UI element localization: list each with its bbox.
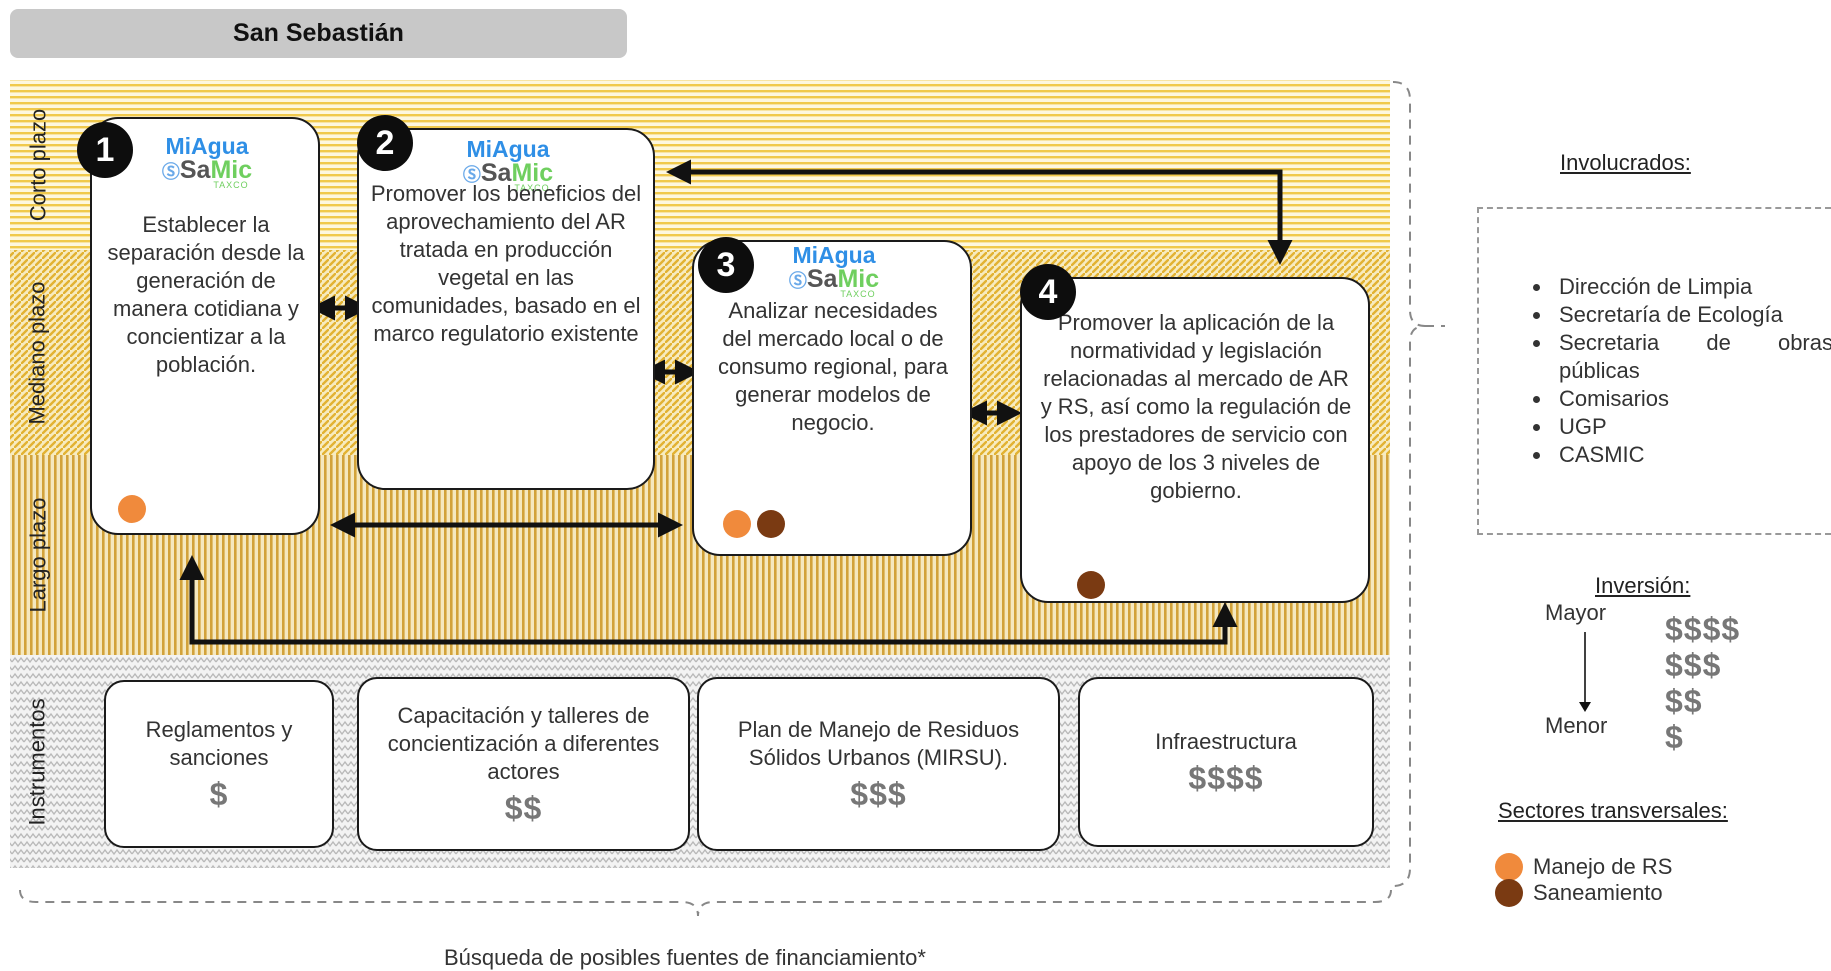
inversion-scale-arrow [1579,632,1591,712]
instrument-card-3: Plan de Manejo de Residuos Sólidos Urban… [697,677,1060,851]
actor-item: Dirección de Limpia [1553,273,1831,301]
instrument-text: Plan de Manejo de Residuos Sólidos Urban… [737,716,1020,770]
inversion-mayor-label: Mayor [1545,600,1607,625]
financing-footnote: Búsqueda de posibles fuentes de financia… [444,945,926,970]
action-text-1: Establecer la separación desde la genera… [107,212,305,377]
instrument-cost: $ [209,775,229,812]
sector-dot-rs [723,510,751,538]
action-text-4: Promover la aplicación de la normativida… [1040,310,1352,503]
arrow-loop-4-1 [179,555,1238,645]
action-card-2: MiAgua ⓈSaMic TAXCO Promover los benefic… [357,128,655,490]
action-card-4: Promover la aplicación de la normativida… [1020,277,1370,603]
instrument-cost: $$$$ [1188,759,1264,796]
miagua-samic-logo: MiAgua ⓈSaMic TAXCO [462,136,554,193]
inversion-level: $$$ [1665,647,1722,683]
miagua-samic-logo: MiAgua ⓈSaMic TAXCO [161,133,253,190]
miagua-samic-logo: MiAgua ⓈSaMic TAXCO [788,242,880,299]
step-number-1: 1 [77,122,133,178]
legend-dot-saneamiento [1495,879,1523,907]
legend-item-saneamiento: Saneamiento [1495,879,1672,907]
band-label-medium: Mediano plazo [25,280,51,425]
sectores-heading: Sectores transversales: [1498,798,1728,823]
instrument-cost: $$$ [850,775,907,812]
legend-item-rs: Manejo de RS [1495,853,1672,881]
action-text-2: Promover los beneficios del aprovechamie… [370,181,642,346]
step-number-3: 3 [698,237,754,293]
instrument-card-1: Reglamentos y sanciones $ [104,680,334,848]
inversion-heading: Inversión: [1595,573,1691,598]
actor-item: Secretaría de Ecología [1553,301,1831,329]
band-label-short: Corto plazo [25,108,51,222]
inversion-menor-label: Menor [1545,713,1608,738]
right-bracket [1392,81,1426,887]
involucrados-box: Dirección de Limpia Secretaría de Ecolog… [1477,207,1831,535]
instrument-card-4: Infraestructura $$$$ [1078,677,1374,847]
inversion-level: $$ [1665,683,1703,719]
arrow-4-2 [666,159,1293,265]
involucrados-list: Dirección de Limpia Secretaría de Ecolog… [1479,273,1831,469]
inversion-level: $$$$ [1665,611,1741,647]
involucrados-heading: Involucrados: [1560,150,1691,175]
action-card-1: MiAgua ⓈSaMic TAXCO Establecer la separa… [90,117,320,535]
instrument-text: Infraestructura [1155,728,1297,754]
band-label-long: Largo plazo [25,497,51,613]
action-text-3: Analizar necesidades del mercado local o… [718,298,948,435]
sector-dot-saneamiento [1077,571,1105,599]
instrument-text: Reglamentos y sanciones [145,716,293,770]
actor-item: CASMIC [1553,441,1831,469]
step-number-4: 4 [1020,264,1076,320]
inversion-level: $ [1665,719,1684,755]
actor-item: UGP [1553,413,1831,441]
sector-dot-rs [118,495,146,523]
step-number-2: 2 [357,115,413,171]
band-label-instruments: Instrumentos [25,697,51,826]
sector-dot-saneamiento [757,510,785,538]
instrument-text: Capacitación y talleres de concientizaci… [387,702,660,784]
actor-item: Secretaria de obras públicas [1553,329,1831,385]
inversion-scale: $$$$ $$$ $$ $ [1665,611,1740,755]
action-card-3: MiAgua ⓈSaMic TAXCO Analizar necesidades… [692,240,972,556]
instrument-cost: $$ [504,789,543,826]
bottom-bracket [19,889,1392,917]
actor-item: Comisarios [1553,385,1831,413]
legend-dot-rs [1495,853,1523,881]
page-title: San Sebastián [10,9,627,58]
instrument-card-2: Capacitación y talleres de concientizaci… [357,677,690,851]
sectores-legend: Manejo de RS Saneamiento [1495,853,1672,907]
